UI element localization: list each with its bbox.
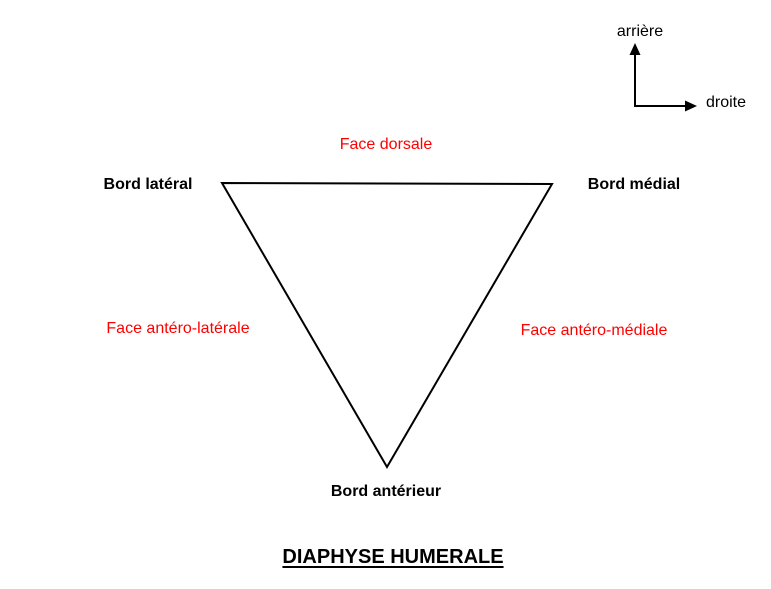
compass-up-arrow (629, 43, 641, 107)
triangle-outline (220, 181, 554, 469)
compass-up-label: arrière (616, 23, 664, 40)
face-antero-mediale-label: Face antéro-médiale (520, 322, 668, 339)
compass-right-arrow (634, 100, 697, 112)
diagram-title: DIAPHYSE HUMERALE (282, 546, 504, 568)
face-antero-laterale-label: Face antéro-latérale (106, 320, 250, 337)
bord-medial-label: Bord médial (587, 176, 681, 193)
compass-right-label: droite (705, 94, 747, 111)
face-dorsale-label: Face dorsale (339, 136, 433, 153)
bord-anterieur-label: Bord antérieur (330, 483, 442, 500)
bord-lateral-label: Bord latéral (103, 176, 193, 193)
